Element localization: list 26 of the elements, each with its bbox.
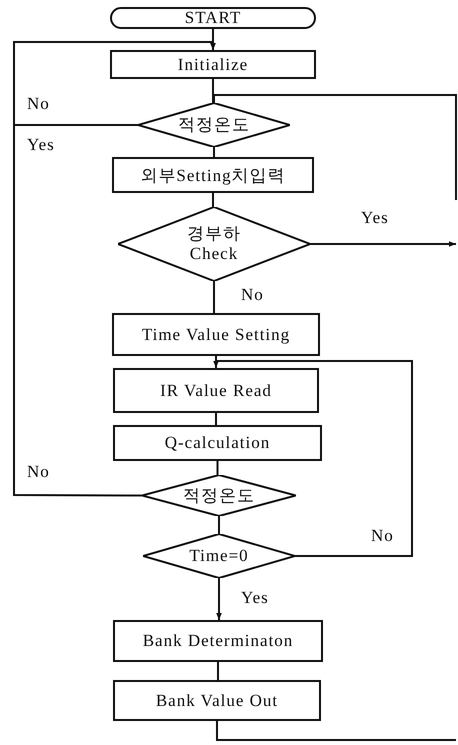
- process-box: Q-calculation: [113, 425, 322, 461]
- connector-line: [213, 94, 457, 200]
- process-box: Time Value Setting: [112, 313, 320, 356]
- process-box: Bank Value Out: [113, 680, 321, 721]
- connector-line: [217, 662, 219, 680]
- connector-line: [216, 721, 456, 741]
- connector-line: [212, 193, 214, 207]
- arrow: [13, 41, 216, 496]
- connector-line: [218, 516, 220, 534]
- connector-line: [212, 79, 214, 103]
- terminal-box: START: [110, 7, 316, 29]
- decision-diamond: 적정온도: [142, 475, 296, 516]
- connector-line: [216, 461, 218, 475]
- connector-line: [213, 147, 215, 157]
- decision-diamond: Time=0: [143, 534, 295, 578]
- arrow: [310, 241, 456, 247]
- process-box: Initialize: [110, 50, 316, 79]
- arrow: [216, 578, 222, 620]
- decision-diamond: 적정온도: [138, 103, 290, 147]
- process-box: 외부Setting치입력: [112, 157, 314, 193]
- decision-diamond: 경부하 Check: [118, 207, 310, 281]
- process-box: IR Value Read: [113, 368, 319, 413]
- connector-line: [213, 281, 215, 313]
- arrow: [213, 360, 413, 557]
- connector-line: [215, 413, 217, 425]
- process-box: Bank Determinaton: [113, 620, 323, 662]
